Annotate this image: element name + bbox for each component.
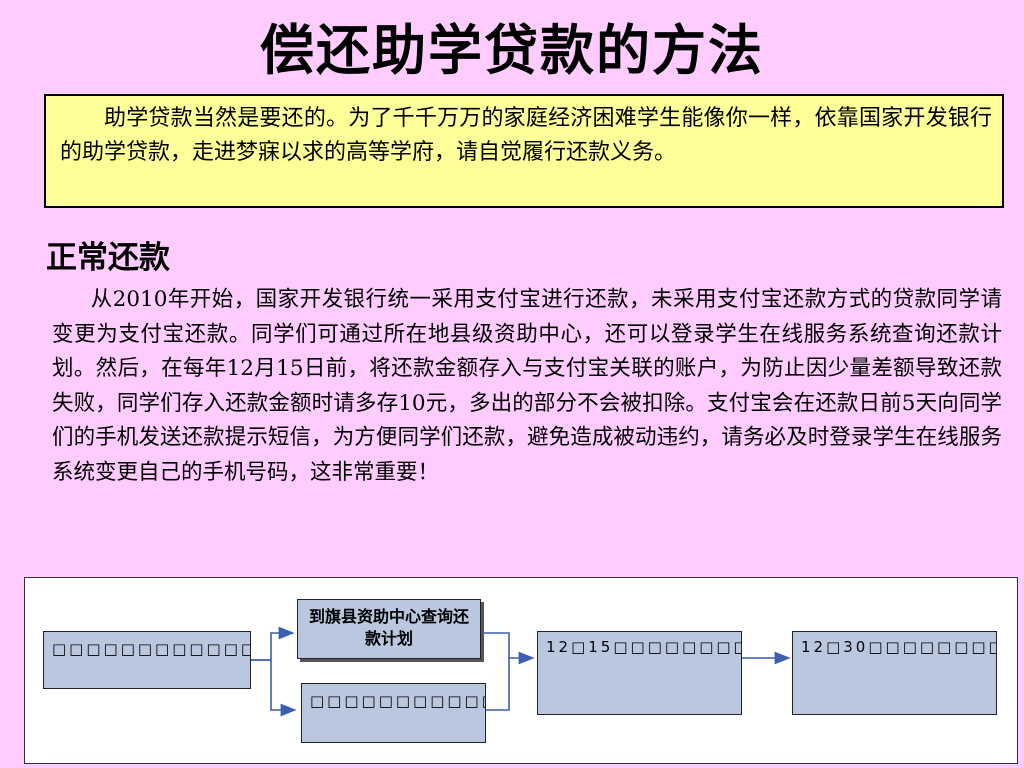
connector-start-to-center xyxy=(251,626,295,661)
flowchart-panel: □□□□□□□□□□□□□□□□□□ 到旗县资助中心查询还款计划 □□□□□□□… xyxy=(24,577,1018,764)
flow-node-deadline-dec30: 12□30□□□□□□□□□□□□□□□□□□ xyxy=(792,631,997,715)
flow-connectors xyxy=(251,626,791,717)
connector-center-to-dec15 xyxy=(483,632,535,665)
flow-node-query-online: □□□□□□□□□□□□□□□□□□ xyxy=(301,683,486,743)
flow-node-deadline-dec15: 12□15□□□□□□□□□□□□□□□□□□□□ xyxy=(537,631,742,715)
connector-online-to-dec15 xyxy=(486,658,510,711)
flow-node-query-center: 到旗县资助中心查询还款计划 xyxy=(297,599,481,659)
flow-node-start: □□□□□□□□□□□□□□□□□□ xyxy=(43,631,251,689)
repayment-paragraph: 从2010年开始，国家开发银行统一采用支付宝进行还款，未采用支付宝还款方式的贷款… xyxy=(52,287,1002,485)
section-heading: 正常还款 xyxy=(46,240,170,276)
connector-start-to-online xyxy=(251,659,297,717)
intro-callout: 助学贷款当然是要还的。为了千千万万的家庭经济困难学生能像你一样，依靠国家开发银行… xyxy=(44,94,1004,208)
page-title: 偿还助学贷款的方法 xyxy=(260,19,764,82)
